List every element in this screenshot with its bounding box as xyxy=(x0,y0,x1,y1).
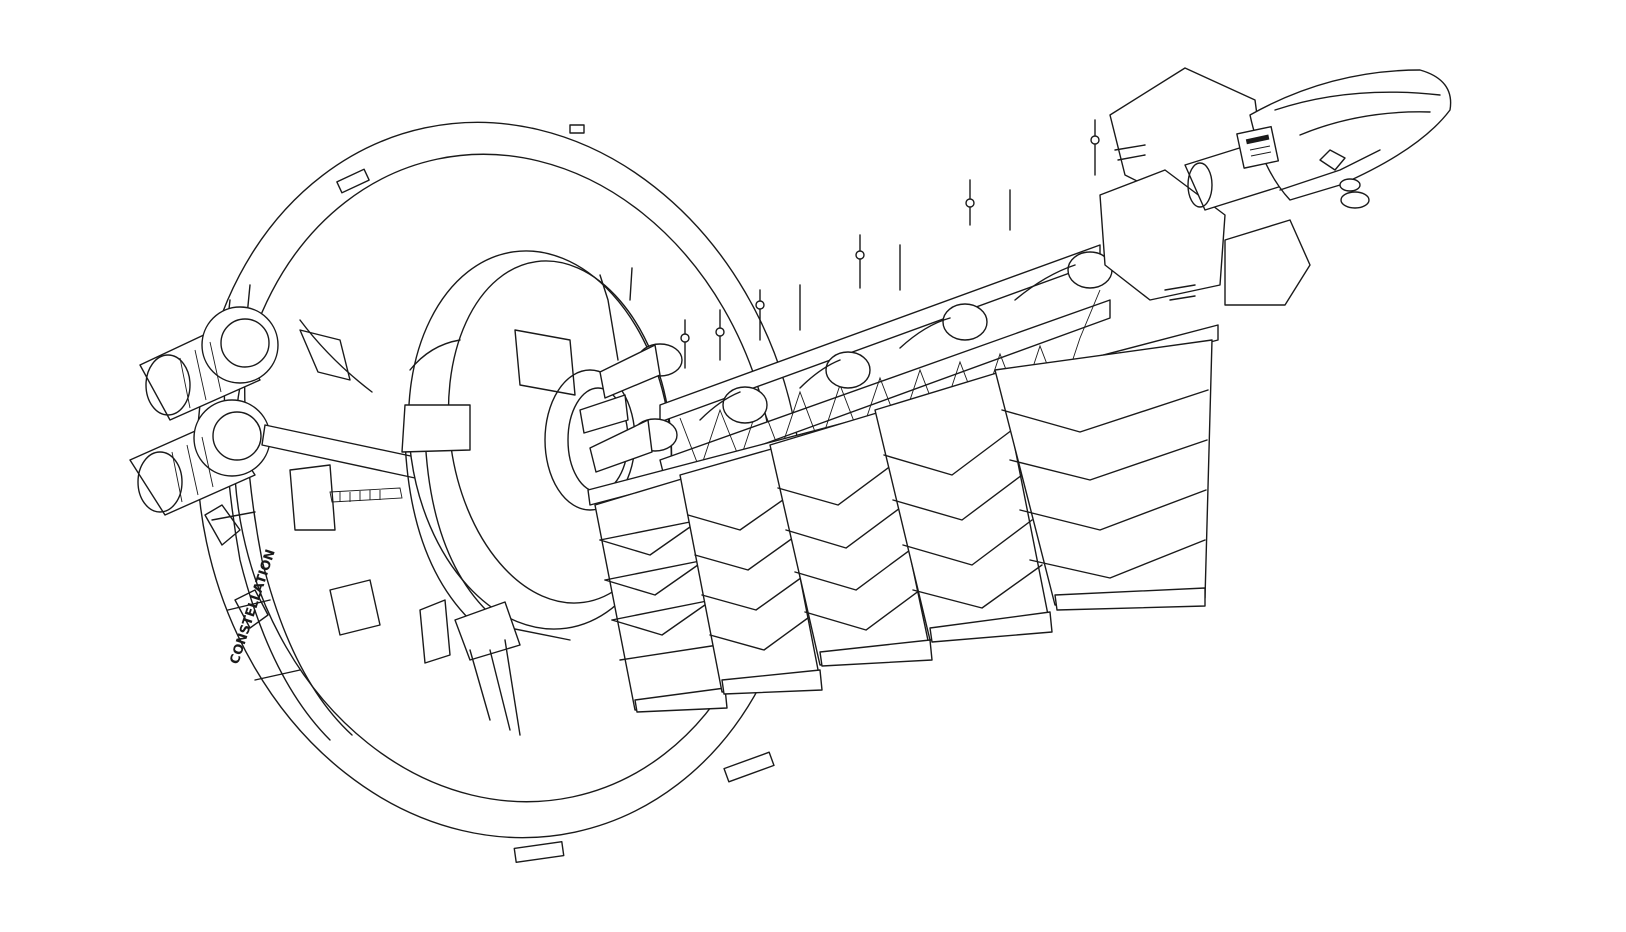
cargo-container xyxy=(994,339,1213,611)
hex-module xyxy=(1099,169,1226,301)
hull-lettering: CONSTELLATION xyxy=(228,548,279,667)
cargo-containers xyxy=(587,324,1219,713)
central-truss xyxy=(579,119,1113,481)
tank-dome xyxy=(722,386,768,424)
inner-structure xyxy=(289,319,576,736)
command-module xyxy=(1099,67,1452,306)
engine-pod-upper xyxy=(139,306,279,421)
ring-bracket xyxy=(723,751,775,783)
tank-dome xyxy=(825,351,871,389)
engine-pod-lower xyxy=(129,399,271,516)
engine-pods xyxy=(129,306,421,516)
tank-dome xyxy=(942,303,988,341)
ring-bracket xyxy=(569,124,585,134)
ring-bracket xyxy=(336,168,370,194)
ring-bracket xyxy=(513,841,565,863)
hex-module xyxy=(1224,219,1311,306)
cargo-container xyxy=(874,371,1053,643)
